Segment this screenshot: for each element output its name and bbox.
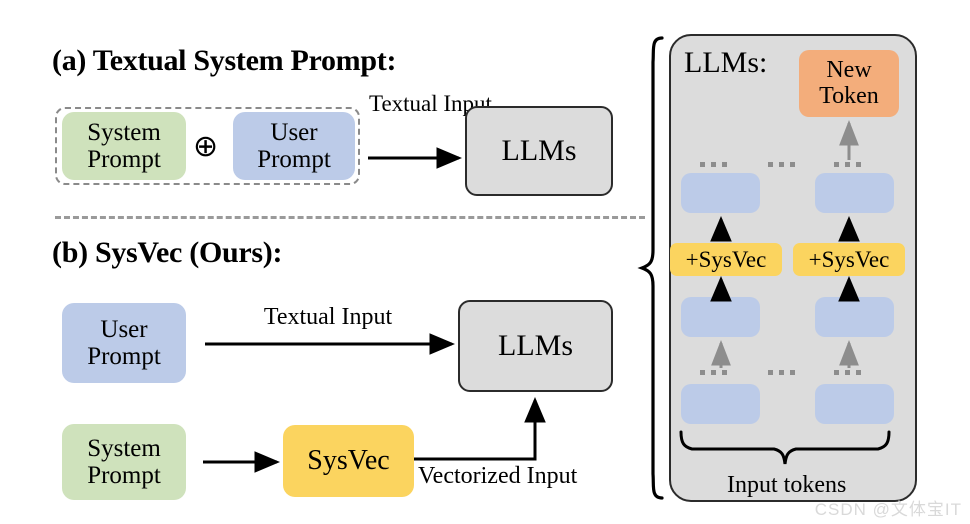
panel-b-system-prompt-box: System Prompt [62,424,186,500]
panel-a-llms-label: LLMs [501,133,577,167]
new-token-line1: New [826,56,872,83]
hidden-state-box-upper-left [681,173,760,213]
panel-b-system-prompt-line2: Prompt [87,462,161,489]
panel-b-heading: (b) SysVec (Ours): [52,236,283,269]
panel-a-llms-box: LLMs [465,106,613,196]
panel-a-user-prompt-line2: Prompt [257,146,331,173]
ellipsis-lower-right [834,370,861,375]
panel-b-user-prompt-line1: User [100,316,148,343]
panel-b-user-prompt-line2: Prompt [87,343,161,370]
panel-a-system-prompt-box: System Prompt [62,112,186,180]
hidden-state-box-middle-left [681,297,760,337]
input-tokens-label: Input tokens [727,472,847,498]
panel-a-heading: (a) Textual System Prompt: [52,44,397,77]
panel-a-system-prompt-line2: Prompt [87,146,161,173]
panel-a-arrow-label-line1: Textual [369,91,438,116]
sysvec-chip-right: +SysVec [793,243,905,276]
panel-b-user-prompt-box: User Prompt [62,303,186,383]
hidden-state-box-middle-right [815,297,894,337]
panel-linking-brace [637,36,664,500]
ellipsis-lower-left [700,370,727,375]
panel-b-sysvec-label: SysVec [307,444,390,476]
hidden-state-box-upper-right [815,173,894,213]
panel-a-arrow-label: Textual Input [369,91,492,116]
sysvec-chip-right-label: +SysVec [808,246,890,272]
ellipsis-upper-middle [768,162,795,167]
panel-b-textual-input-label: Textual Input [263,304,393,330]
panel-b-vectorized-input-label: Vectorized Input [418,463,578,489]
panel-a-user-prompt-box: User Prompt [233,112,355,180]
watermark: CSDN @文体宝IT [814,500,962,519]
panel-a-system-prompt-line1: System [87,119,161,146]
new-token-line2: Token [819,82,879,109]
panel-b-llms-label: LLMs [498,328,573,362]
section-divider [55,216,645,219]
sysvec-chip-left-label: +SysVec [685,246,767,272]
sysvec-chip-left: +SysVec [670,243,782,276]
ellipsis-lower-middle [768,370,795,375]
panel-a-prompt-group [55,107,360,185]
input-token-box-left [681,384,760,424]
ellipsis-upper-left [700,162,727,167]
panel-b-llms-box: LLMs [458,300,613,392]
input-token-box-right [815,384,894,424]
ellipsis-upper-right [834,162,861,167]
panel-a-user-prompt-line1: User [270,119,318,146]
llm-panel-title: LLMs: [684,46,768,79]
panel-b-vectorized-arrow [414,397,546,461]
plus-circle-icon: ⊕ [193,130,219,163]
new-token-box: New Token [799,50,899,117]
panel-b-system-prompt-line1: System [87,435,161,462]
panel-b-sysvec-box: SysVec [283,425,414,497]
